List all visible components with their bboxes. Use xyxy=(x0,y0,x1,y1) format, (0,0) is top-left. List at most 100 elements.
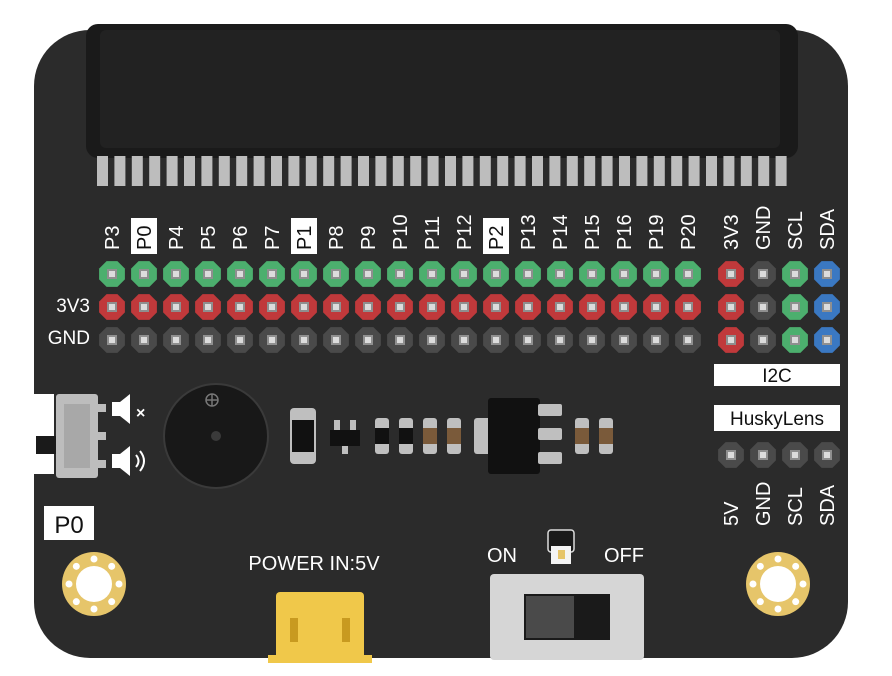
header-pin[interactable] xyxy=(547,294,573,320)
svg-text:P4: P4 xyxy=(166,226,188,250)
edge-pin xyxy=(532,156,543,186)
via-hole xyxy=(792,598,800,606)
header-pin[interactable] xyxy=(675,261,701,287)
power-switch[interactable] xyxy=(490,574,644,660)
header-pin[interactable] xyxy=(323,294,349,320)
svg-text:P11: P11 xyxy=(422,216,444,250)
header-pin[interactable] xyxy=(483,261,509,287)
top-pin-label: P7 xyxy=(262,226,284,250)
header-pin[interactable] xyxy=(782,261,808,287)
header-pin[interactable] xyxy=(387,261,413,287)
svg-text:3V3: 3V3 xyxy=(721,214,743,250)
header-pin[interactable] xyxy=(419,261,445,287)
buzzer-switch[interactable] xyxy=(36,394,106,478)
header-pin[interactable] xyxy=(515,261,541,287)
header-pin[interactable] xyxy=(814,294,840,320)
header-pin[interactable] xyxy=(483,294,509,320)
header-pin[interactable] xyxy=(259,294,285,320)
header-pin[interactable] xyxy=(718,327,744,353)
top-pin-label: P8 xyxy=(326,226,348,250)
header-pin[interactable] xyxy=(750,294,776,320)
header-pin[interactable] xyxy=(547,327,573,353)
header-pin[interactable] xyxy=(195,327,221,353)
header-pin[interactable] xyxy=(291,261,317,287)
header-pin[interactable] xyxy=(718,294,744,320)
header-pin[interactable] xyxy=(750,442,776,468)
header-pin[interactable] xyxy=(782,327,808,353)
svg-text:P14: P14 xyxy=(550,214,572,250)
header-pin[interactable] xyxy=(814,442,840,468)
header-pin[interactable] xyxy=(675,327,701,353)
header-pin[interactable] xyxy=(387,327,413,353)
svg-text:P5: P5 xyxy=(198,226,220,250)
header-pin[interactable] xyxy=(547,261,573,287)
header-pin[interactable] xyxy=(355,294,381,320)
power-in-label: POWER IN:5V xyxy=(248,553,380,575)
i2c-pin-label: SCL xyxy=(785,211,807,250)
svg-text:P20: P20 xyxy=(678,214,700,250)
top-pin-label: P9 xyxy=(358,226,380,250)
header-pin[interactable] xyxy=(419,327,445,353)
header-pin[interactable] xyxy=(323,261,349,287)
header-pin[interactable] xyxy=(163,261,189,287)
header-pin[interactable] xyxy=(782,294,808,320)
header-pin[interactable] xyxy=(451,327,477,353)
smd-components xyxy=(290,408,613,464)
power-connector[interactable] xyxy=(268,592,372,663)
header-pin[interactable] xyxy=(387,294,413,320)
header-pin[interactable] xyxy=(750,261,776,287)
header-pin[interactable] xyxy=(227,261,253,287)
header-pin[interactable] xyxy=(355,261,381,287)
header-pin[interactable] xyxy=(611,294,637,320)
header-pin[interactable] xyxy=(99,327,125,353)
header-pin[interactable] xyxy=(611,327,637,353)
edge-pin xyxy=(445,156,456,186)
edge-pin xyxy=(758,156,770,186)
header-pin[interactable] xyxy=(259,327,285,353)
edge-pin xyxy=(218,156,230,186)
header-pin[interactable] xyxy=(579,261,605,287)
edge-pin xyxy=(653,156,665,186)
header-pin[interactable] xyxy=(131,294,157,320)
via-hole xyxy=(108,598,116,606)
header-pin[interactable] xyxy=(579,294,605,320)
svg-text:P3: P3 xyxy=(102,226,124,250)
header-pin[interactable] xyxy=(291,327,317,353)
header-pin[interactable] xyxy=(323,327,349,353)
header-pin[interactable] xyxy=(643,327,669,353)
header-pin[interactable] xyxy=(355,327,381,353)
header-pin[interactable] xyxy=(782,442,808,468)
header-pin[interactable] xyxy=(718,442,744,468)
header-pin[interactable] xyxy=(163,327,189,353)
svg-text:5V: 5V xyxy=(721,501,743,526)
header-pin[interactable] xyxy=(227,294,253,320)
header-pin[interactable] xyxy=(718,261,744,287)
header-pin[interactable] xyxy=(814,327,840,353)
header-pin[interactable] xyxy=(131,327,157,353)
header-pin[interactable] xyxy=(814,261,840,287)
header-pin[interactable] xyxy=(131,261,157,287)
header-pin[interactable] xyxy=(579,327,605,353)
header-pin[interactable] xyxy=(611,261,637,287)
header-pin[interactable] xyxy=(291,294,317,320)
header-pin[interactable] xyxy=(451,261,477,287)
header-pin[interactable] xyxy=(675,294,701,320)
i2c-header xyxy=(718,261,840,353)
header-pin[interactable] xyxy=(163,294,189,320)
header-pin[interactable] xyxy=(483,327,509,353)
header-pin[interactable] xyxy=(227,327,253,353)
header-pin[interactable] xyxy=(195,294,221,320)
header-pin[interactable] xyxy=(451,294,477,320)
header-pin[interactable] xyxy=(99,294,125,320)
header-pin[interactable] xyxy=(515,327,541,353)
header-pin[interactable] xyxy=(515,294,541,320)
header-pin[interactable] xyxy=(643,294,669,320)
header-pin[interactable] xyxy=(99,261,125,287)
header-pin[interactable] xyxy=(750,327,776,353)
header-pin[interactable] xyxy=(419,294,445,320)
header-pin[interactable] xyxy=(259,261,285,287)
header-pin[interactable] xyxy=(643,261,669,287)
header-pin[interactable] xyxy=(195,261,221,287)
